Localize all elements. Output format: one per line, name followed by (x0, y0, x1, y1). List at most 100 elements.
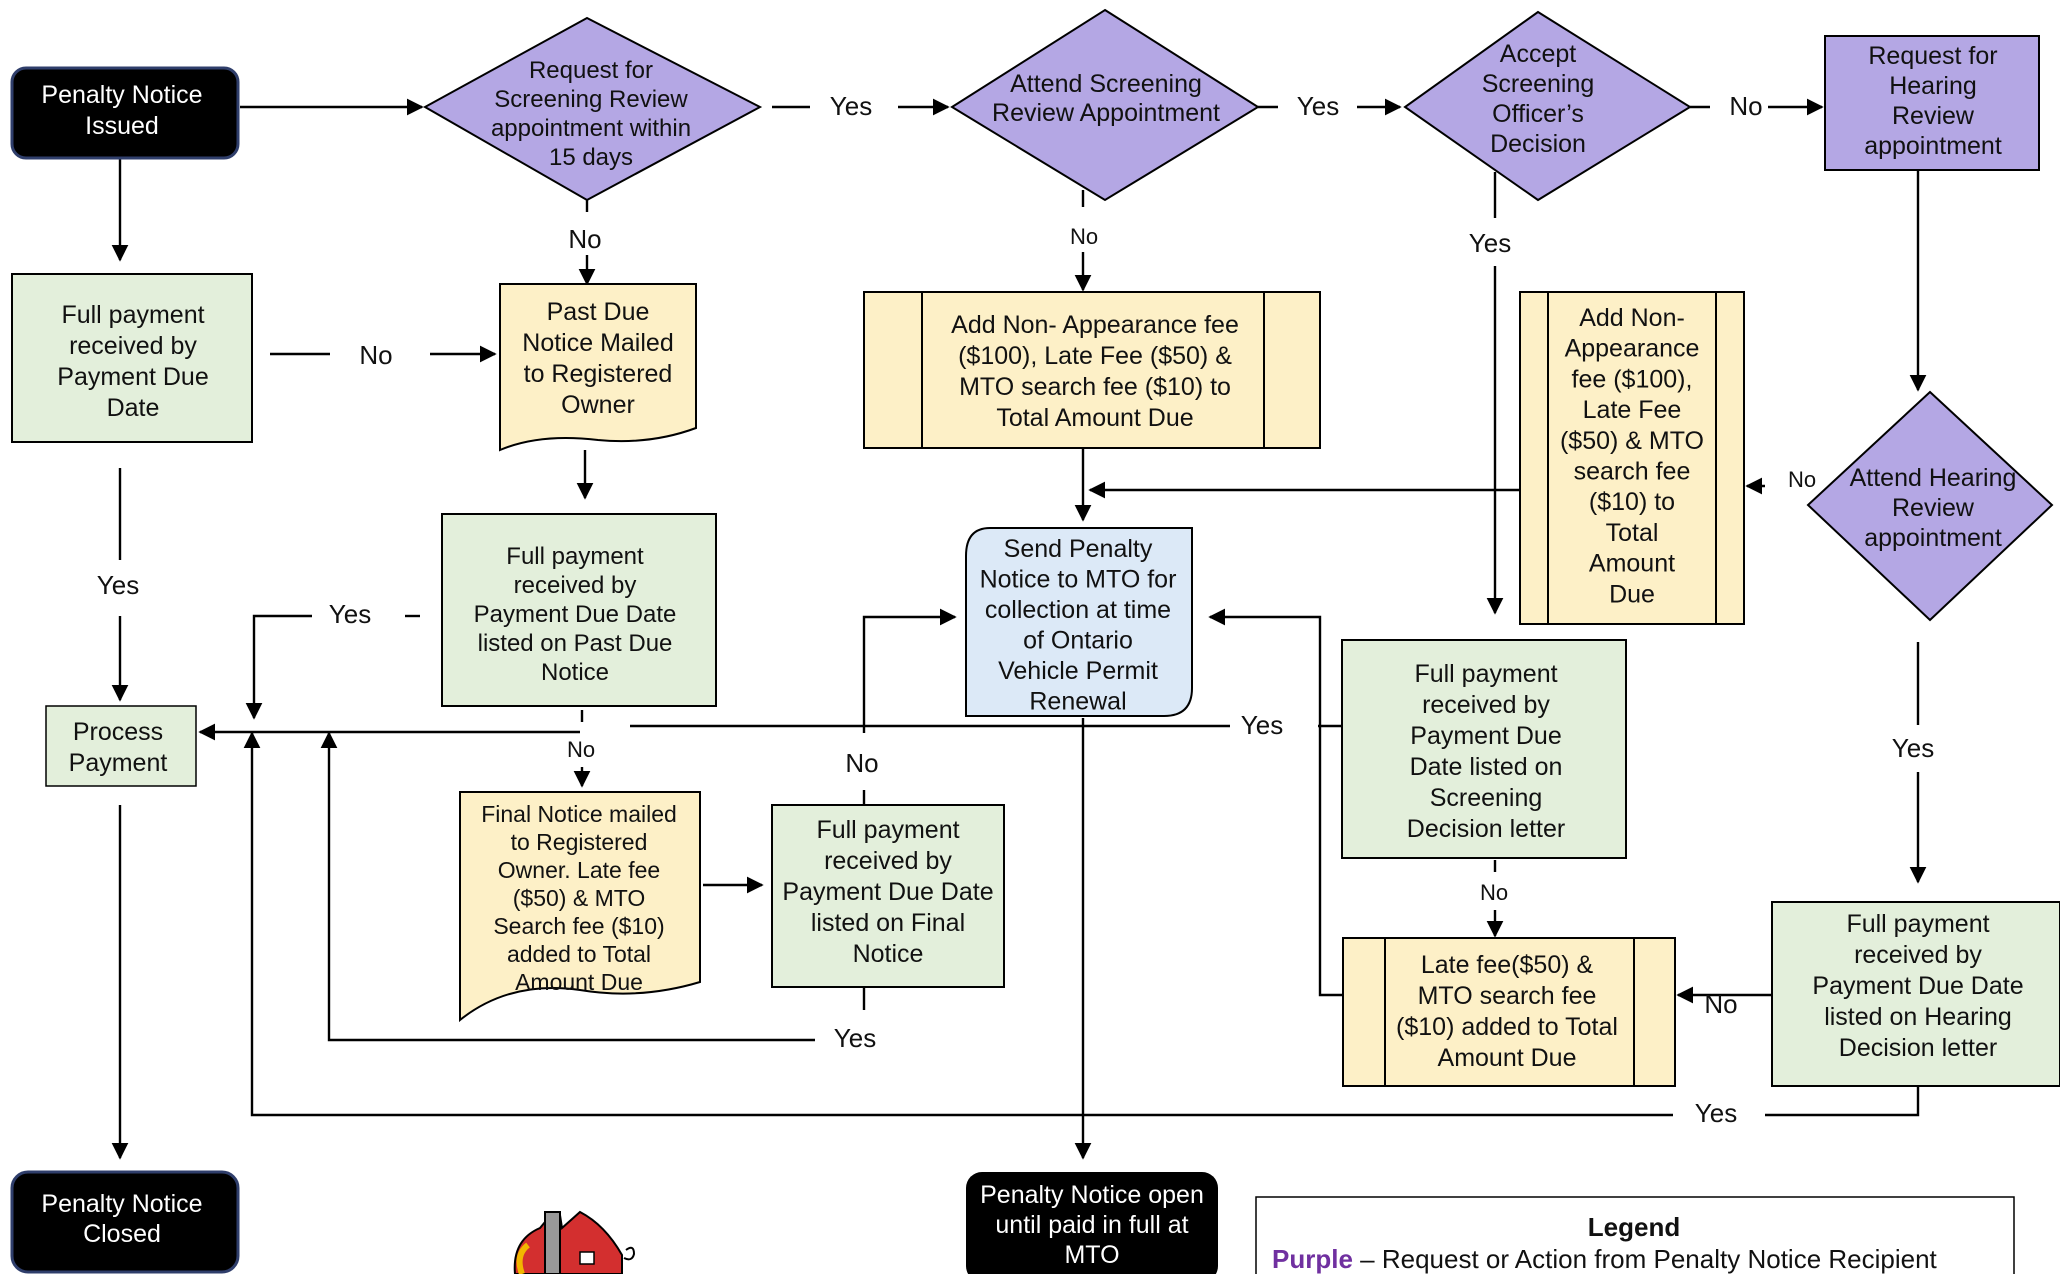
label-line: Decision (1490, 130, 1586, 158)
label-line: received by (514, 572, 637, 599)
label-line: Review (1892, 102, 1975, 130)
label-line: Date (107, 394, 160, 422)
label-line: Amount Due (1438, 1044, 1577, 1072)
edge-bottom-to-process (243, 731, 1673, 1117)
label-line: Review Appointment (992, 99, 1220, 127)
label-line: MTO search fee (1418, 982, 1597, 1010)
late-fee-box-label: Late fee($50) & MTO search fee ($10) added… (1396, 951, 1618, 1072)
edge-label-yes: Yes (1695, 1098, 1737, 1128)
label-line: Add Non- (1579, 304, 1685, 332)
label-line: Review (1892, 494, 1975, 522)
label-line: Closed (83, 1220, 161, 1248)
label-line: Search fee ($10) (493, 913, 664, 939)
label-line: Amount (1589, 550, 1675, 578)
label-line: Past Due (547, 298, 650, 326)
label-line: Payment Due Date (1812, 972, 2023, 1000)
full-payment-hearing-label: Full payment received by Payment Due Date l… (1812, 910, 2023, 1062)
edge-label-yes: Yes (1469, 228, 1511, 258)
label-line: Screening (1482, 70, 1595, 98)
label-line: Full payment (1414, 660, 1557, 688)
edge-label-no: No (568, 224, 601, 254)
legend: Legend Purple – Request or Action from P… (1255, 1196, 2015, 1274)
edge-label-yes: Yes (1297, 91, 1339, 121)
label-line: received by (1854, 941, 1982, 969)
label-line: appointment (1864, 132, 2002, 160)
label-line: Renewal (1029, 688, 1126, 716)
label-line: listed on Hearing (1824, 1003, 2012, 1031)
label-line: Full payment (816, 816, 959, 844)
node-late-fee-box: Late fee($50) & MTO search fee ($10) added… (1342, 937, 1676, 1087)
label-line: search fee (1574, 458, 1691, 486)
legend-title: Legend (1588, 1212, 1680, 1242)
label-line: Accept (1500, 40, 1576, 68)
label-line: Officer’s (1492, 100, 1584, 128)
label-line: of Ontario (1023, 627, 1133, 655)
label-line: appointment (1864, 524, 2002, 552)
label-line: Attend Screening (1010, 70, 1202, 98)
label-line: ($50) & MTO (513, 885, 646, 911)
label-line: Request for (529, 57, 653, 84)
label-line: Add Non- Appearance fee (951, 311, 1239, 339)
label-line: Attend Hearing (1850, 464, 2017, 492)
edge-label-no: No (567, 737, 595, 762)
label-line: Final Notice mailed (481, 801, 677, 827)
label-line: Total (1606, 519, 1659, 547)
label-line: ($10) added to Total (1396, 1013, 1618, 1041)
label-line: ($50) & MTO (1560, 427, 1704, 455)
edge-label-no: No (359, 340, 392, 370)
legend-purple-word: Purple (1272, 1244, 1353, 1274)
label-line: Penalty Notice (41, 1190, 202, 1218)
label-line: 15 days (549, 144, 633, 171)
edge-label-yes: Yes (329, 599, 371, 629)
label-line: to Registered (524, 360, 673, 388)
edge-pastdue-yes (245, 614, 312, 720)
label-line: Late Fee (1583, 396, 1682, 424)
legend-purple-text: – Request or Action from Penalty Notice … (1353, 1244, 1938, 1274)
label-line: Amount Due (515, 969, 643, 995)
label-line: Date listed on (1410, 753, 1563, 781)
label-line: MTO search fee ($10) to (959, 373, 1231, 401)
edge-final-yes (320, 731, 815, 1042)
label-line: Request for (1868, 42, 1997, 70)
label-line: received by (69, 332, 197, 360)
label-line: Decision letter (1407, 815, 1565, 843)
label-line: Late fee($50) & (1421, 951, 1594, 979)
label-line: Full payment (506, 543, 644, 570)
label-line: Screening Review (494, 86, 688, 113)
label-line: to Registered (511, 829, 648, 855)
label-line: fee ($100), (1572, 365, 1693, 393)
label-line: Full payment (1846, 910, 1989, 938)
edge-label-yes: Yes (834, 1023, 876, 1053)
label-line: listed on Past Due (478, 630, 673, 657)
label-line: Penalty Notice open (980, 1181, 1204, 1209)
edge-label-no: No (845, 748, 878, 778)
label-line: Notice Mailed (522, 329, 673, 357)
label-line: Issued (85, 112, 159, 140)
label-line: Payment (69, 749, 168, 777)
edge-label-no: No (1070, 224, 1098, 249)
label-line: ($100), Late Fee ($50) & (958, 342, 1232, 370)
edge-label-yes: Yes (1241, 710, 1283, 740)
label-line: Payment Due (1410, 722, 1561, 750)
edge-hearing-yes (1765, 1085, 1920, 1117)
